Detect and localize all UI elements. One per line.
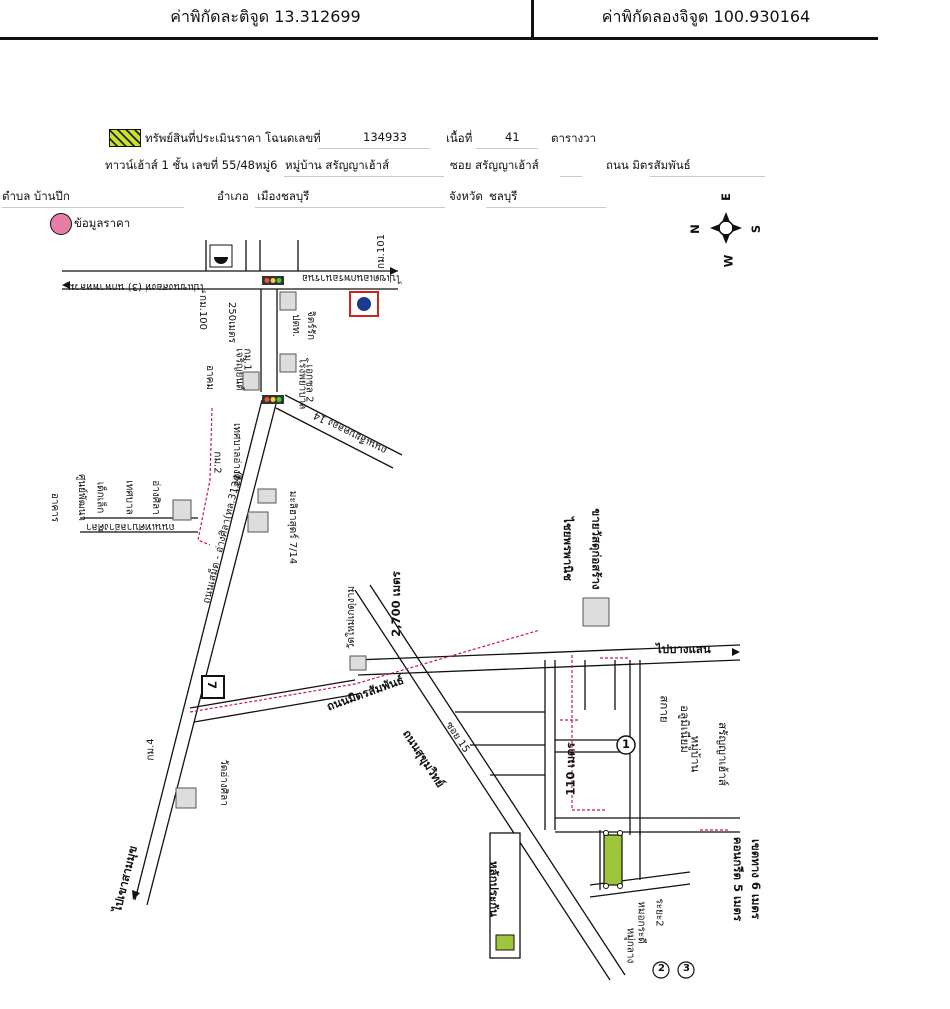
coordinate-header: ค่าพิกัดละติจูด 13.312699 ค่าพิกัดลองจิจ… [0, 0, 950, 40]
label-km101: กม.101 [375, 234, 387, 269]
header-gap [878, 37, 950, 40]
label-road-left: ถนนเทศบาลอ่างศิลา [86, 521, 175, 532]
collateral-plot [603, 834, 623, 886]
village: หมู่บ้าน สรัญญาเฮ้าส์ [285, 158, 390, 172]
legend-label: ทรัพย์สินที่ประเมินราคา โฉนดเลขที่ [145, 131, 321, 145]
label-store2: ขายวัสดุก่อสร้าง [589, 508, 604, 590]
label-road-width: คอนกรีต 5 เมตร [731, 836, 746, 922]
label-road-width2: เขตทาง 6 เมตร [749, 838, 764, 920]
seven-eleven-icon [201, 675, 225, 699]
price-point-legend: ข้อมูลราคา [74, 216, 131, 230]
label-building1: อาคาร [49, 492, 61, 523]
label-shop: จิตร์รัก [305, 310, 317, 341]
district: เมืองชลบุรี [257, 189, 310, 203]
label-bank: ปตท. [289, 314, 301, 337]
label-temple-angsila: วัดอ่างศิลา [217, 759, 229, 806]
roads [62, 240, 741, 981]
label-village-a: สกาย [657, 695, 672, 723]
longitude-label: ค่าพิกัดลองจิจูด 100.930164 [534, 0, 878, 40]
label-circle-3: 3 [683, 963, 690, 974]
label-shop2: อาคม [203, 365, 215, 390]
building-icons [172, 291, 610, 809]
label-hospital2: เอกชล 2 [303, 364, 315, 403]
province: ชลบุรี [489, 189, 518, 203]
label-km4: กม.4 [145, 738, 157, 761]
label-top-right-road: ไปเขตเอนกพรอนารนอ [302, 272, 402, 283]
label-km2: กม.2 [211, 451, 223, 474]
road: ถนน มิตรสัมพันธ์ [606, 158, 691, 172]
label-km100: กม.100 [196, 295, 208, 330]
area-value: 41 [505, 130, 520, 144]
district-label: อำเภอ [217, 189, 249, 203]
label-shop3: เจริญยนต์ [233, 348, 245, 391]
label-2700m: 2,700 เมตร [388, 571, 403, 637]
marker-1 [616, 735, 636, 755]
label-temple-new: วัดใหม่เกตุงาม [346, 585, 358, 650]
label-seven: 7 [205, 680, 220, 690]
deed-number: 134933 [363, 130, 407, 144]
label-village-d: สรัญญาเฮ้าส์ [715, 722, 730, 786]
shop-logo-icon [209, 244, 233, 268]
label-110m: 110 เมตร [563, 742, 578, 796]
label-building4: เทศบาล [123, 480, 135, 515]
address: ทาวน์เฮ้าส์ 1 ชั้น เลขที่ 55/48หมู่6 [105, 158, 278, 172]
label-circle-1: 1 [622, 737, 631, 751]
label-village-c: หมู่บ้าน [688, 735, 703, 773]
latitude-label: ค่าพิกัดละติจูด 13.312699 [0, 0, 534, 40]
label-circle-2: 2 [658, 963, 665, 974]
label-collateral: หลักประกัน [487, 860, 502, 918]
label-store: ไชยพรพานิช [560, 517, 575, 581]
label-small-c: หมู่กลาง [624, 927, 636, 964]
label-building5: อ่างศิลา [149, 480, 161, 515]
marker-3 [677, 961, 695, 979]
label-mahatai: มะลิฮาสุดร์ 7/14 [287, 490, 299, 565]
subdistrict: ตำบล บ้านปึก [2, 189, 70, 203]
collateral-legend-swatch [109, 129, 141, 147]
price-point-marker [50, 213, 72, 235]
label-top-left-road: ไปแขนงสองห่ (3) นกพาพหลวม [68, 281, 206, 292]
province-label: จังหวัด [449, 189, 483, 203]
label-building2: ศูนย์พัฒนา [76, 473, 88, 522]
area-unit: ตารางวา [551, 131, 597, 145]
route-path [189, 407, 730, 831]
label-building3: เด็กเล็ก [94, 481, 106, 514]
marker-2 [652, 961, 670, 979]
label-to-bangsaen: ไปบางแสน [656, 642, 711, 656]
soi: ซอย สรัญญาเฮ้าส์ [450, 158, 539, 172]
area-label: เนื้อที่ [446, 131, 473, 145]
label-small-b: ระยะ2 [653, 898, 665, 927]
label-250m: 250เมตร [225, 302, 237, 343]
